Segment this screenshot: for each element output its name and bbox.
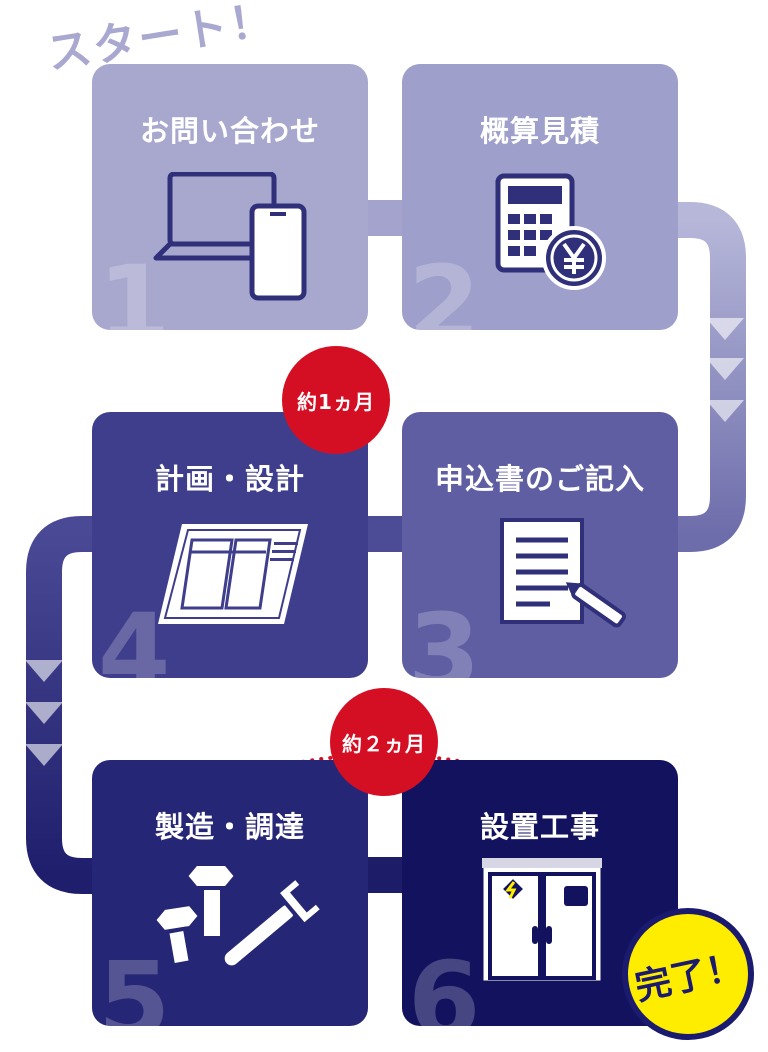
down-arrow-icon [25,660,63,682]
down-arrow-icon [25,744,63,766]
step-number: 1 [98,243,171,330]
electrical-cabinet-icon [480,856,604,984]
down-arrow-icon [706,318,744,340]
blueprint-icon [158,524,308,624]
laptop-phone-icon [153,172,307,301]
step-title: 製造・調達 [154,810,305,844]
step-number: 3 [408,591,481,678]
down-arrow-icon [25,702,63,724]
step-title: 設置工事 [479,810,600,844]
step-card-2: 2 概算見積 [402,64,678,330]
step-number: 6 [408,939,481,1026]
step-title: お問い合わせ [139,114,320,148]
document-pen-icon [500,518,626,628]
connector-2-3 [676,202,746,552]
bolt-wrench-icon [154,862,324,970]
step-card-4: 4 計画・設計 [92,412,368,678]
step-card-1: 1 お問い合わせ [92,64,368,330]
step-card-3: 3 申込書のご記入 [402,412,678,678]
step-number: 4 [98,591,171,678]
step-title: 概算見積 [479,114,600,148]
down-arrow-icon [706,400,744,422]
construction-duration-badge: 約２ヵ月 [330,688,438,796]
calculator-yen-icon [495,173,606,290]
planning-duration-badge: 約1ヵ月 [282,346,390,454]
step-title: 申込書のご記入 [434,462,645,496]
down-arrow-icon [706,358,744,380]
step-card-5: 5 製造・調達 [92,760,368,1026]
step-number: 5 [98,939,171,1026]
step-number: 2 [408,243,481,330]
step-title: 計画・設計 [154,462,305,496]
